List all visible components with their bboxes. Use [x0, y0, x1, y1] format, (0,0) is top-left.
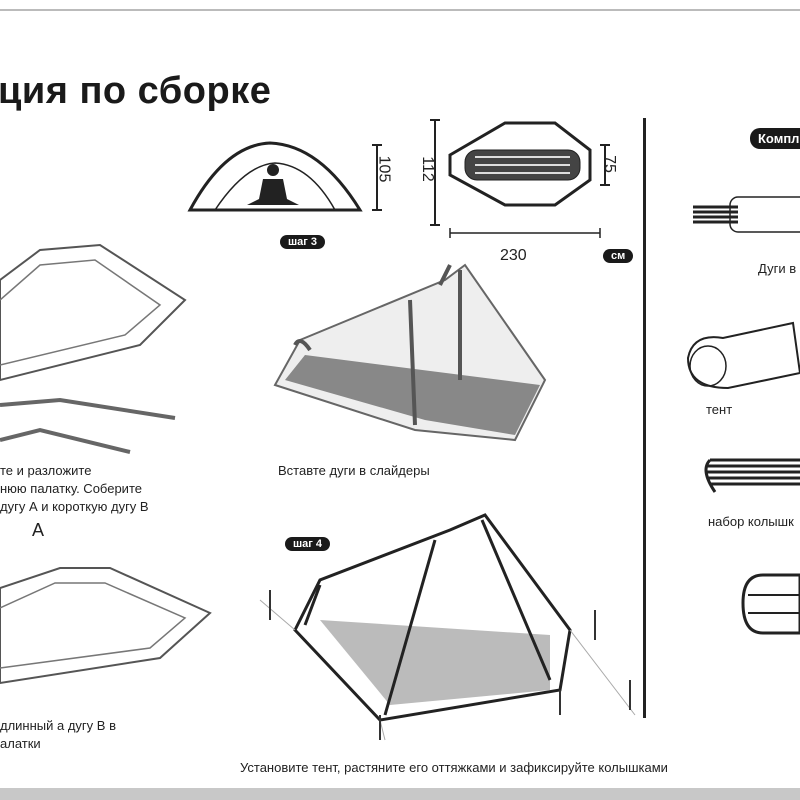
dim-length: 230: [500, 247, 527, 264]
step-1-text-line: нюю палатку. Соберите: [0, 481, 142, 496]
inner-tent-layout-diagram: [0, 243, 187, 454]
step-3-text: Вставте дуги в слайдеры: [278, 463, 430, 478]
poles-bag-icon: [693, 196, 800, 233]
step-1-text-line: дугу А и короткую дугу В: [0, 499, 149, 514]
step-4-text: Установите тент, растяните его оттяжками…: [240, 760, 668, 775]
step-1-text-line: те и разложите: [0, 463, 92, 478]
fly-tent-setup-diagram: [259, 513, 636, 741]
page-title: ция по сборке: [0, 70, 272, 112]
step-2-text-line: алатки: [0, 736, 41, 751]
step-4-badge: шаг 4: [285, 537, 331, 551]
pole-insertion-diagram: [0, 567, 212, 685]
kit-item-label: тент: [706, 402, 733, 417]
dim-end-width: 75: [600, 155, 618, 173]
bottom-bar: [0, 788, 800, 800]
unit-badge: см: [603, 249, 634, 263]
tent-front-view-diagram: [187, 141, 382, 212]
kit-item-label: Дуги в: [758, 261, 797, 276]
tent-top-view-diagram: [430, 119, 610, 238]
kit-header-badge: Компл: [750, 128, 800, 149]
section-divider: [643, 118, 646, 718]
step-2-text-line: длинный а дугу В в: [0, 718, 116, 733]
stakes-icon: [704, 458, 800, 493]
kit-item-label: набор колышк: [708, 514, 794, 529]
pole-a-label: A: [32, 520, 45, 540]
dim-width: 112: [418, 156, 436, 182]
dim-height: 105: [375, 155, 393, 183]
fly-bag-icon: [686, 321, 800, 390]
step-3-badge: шаг 3: [280, 235, 326, 249]
inner-tent-with-poles-diagram: [273, 263, 547, 442]
top-rule: [0, 9, 800, 11]
stuff-sack-icon: [741, 573, 800, 635]
